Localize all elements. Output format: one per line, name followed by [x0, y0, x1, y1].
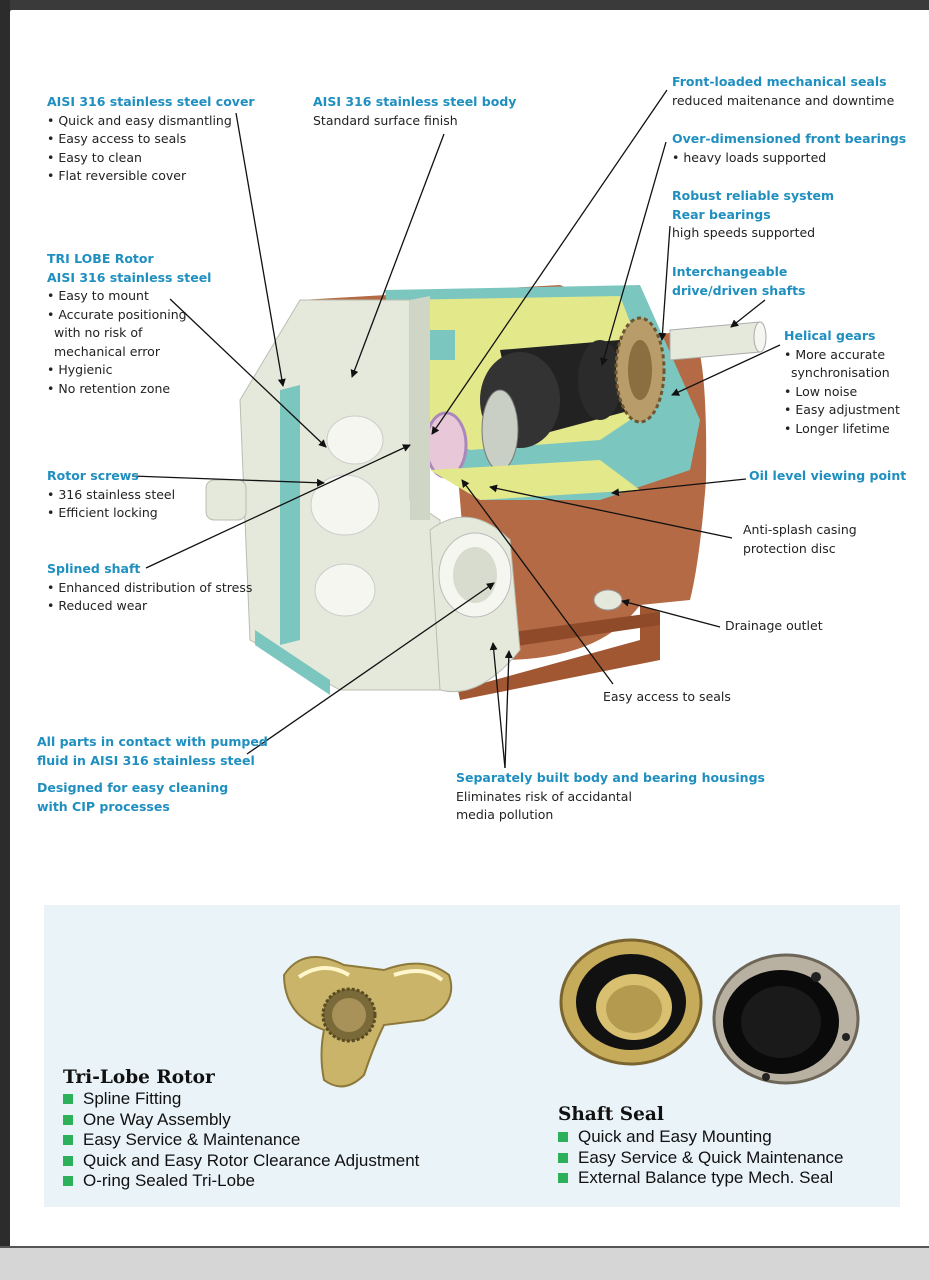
callout-shafts: Interchangeable drive/driven shafts	[672, 263, 806, 300]
callout-cover-item: • Easy to clean	[47, 149, 142, 165]
list-item: One Way Assembly	[63, 1110, 419, 1131]
list-item: Quick and Easy Mounting	[558, 1127, 844, 1148]
callout-anti-splash-item: Anti-splash casing	[743, 522, 857, 537]
callout-shafts-title: Interchangeable	[672, 264, 788, 279]
callout-cover-title: AISI 316 stainless steel cover	[47, 94, 255, 109]
scan-border-line	[0, 1246, 929, 1249]
callout-gears-item: • More accurate	[784, 346, 886, 362]
callout-anti-splash-item: protection disc	[743, 540, 836, 556]
callout-rear-bearings-item: high speeds supported	[672, 225, 816, 240]
callout-oil: Oil level viewing point	[749, 467, 906, 486]
features-panel: Tri-Lobe Rotor Spline Fitting One Way As…	[44, 905, 900, 1207]
callout-contact-parts-title: All parts in contact with pumped	[37, 734, 268, 749]
scan-border-bottom	[0, 1248, 929, 1280]
callout-gears-item: • Longer lifetime	[784, 420, 890, 436]
callout-front-seals-item: reduced maitenance and downtime	[672, 92, 895, 108]
pump-cutaway-diagram	[131, 89, 781, 769]
callout-rotor-title: TRI LOBE Rotor	[47, 251, 154, 266]
callout-rotor-item: • Accurate positioning	[47, 306, 187, 322]
bullet-square-icon	[63, 1094, 73, 1104]
callout-rotor-screws-item: • Efficient locking	[47, 505, 158, 520]
shaft-seal-list: Quick and Easy Mounting Easy Service & Q…	[558, 1127, 844, 1189]
helical-gear-drawing	[614, 316, 666, 424]
callout-rotor-item: • Easy to mount	[47, 288, 149, 303]
callout-gears-item: • Easy adjustment	[784, 402, 900, 417]
scan-border-left	[0, 0, 10, 1280]
callout-front-bearings: Over-dimensioned front bearings • heavy …	[672, 130, 906, 167]
callout-gears-title: Helical gears	[784, 328, 876, 343]
shaft-seal-image	[559, 938, 860, 1085]
callout-contact-parts-title: fluid in AISI 316 stainless steel	[37, 752, 255, 768]
callout-gears-item: synchronisation	[791, 365, 890, 380]
bullet-square-icon	[63, 1114, 73, 1125]
callout-front-bearings-title: Over-dimensioned front bearings	[672, 131, 907, 146]
callout-rotor-screws: Rotor screws • 316 stainless steel • Eff…	[47, 467, 175, 523]
callout-housings: Separately built body and bearing housin…	[456, 769, 765, 825]
callout-rotor-item: mechanical error	[54, 343, 160, 359]
callout-shafts-title: drive/driven shafts	[672, 282, 806, 298]
tri-lobe-list: Spline Fitting One Way Assembly Easy Ser…	[63, 1089, 419, 1192]
callout-housings-title: Separately built body and bearing housin…	[456, 770, 765, 785]
callout-front-seals-title: Front-loaded mechanical seals	[672, 74, 887, 89]
tri-lobe-title: Tri-Lobe Rotor	[63, 1067, 215, 1088]
callout-contact-parts: All parts in contact with pumped fluid i…	[37, 733, 268, 770]
callout-rotor-item: with no risk of	[54, 325, 143, 340]
bullet-square-icon	[558, 1132, 568, 1142]
callout-splined-shaft: Splined shaft • Enhanced distribution of…	[47, 560, 252, 616]
pump-body	[205, 296, 521, 695]
list-item: Spline Fitting	[63, 1089, 419, 1110]
list-item: Quick and Easy Rotor Clearance Adjustmen…	[63, 1151, 419, 1172]
cutaway-interior	[385, 285, 700, 500]
callout-easy-access-item: Easy access to seals	[603, 689, 731, 704]
callout-housings-item: Eliminates risk of accidantal	[456, 788, 632, 804]
callout-rear-bearings-title: Rear bearings	[672, 206, 771, 222]
callout-splined-shaft-item: • Enhanced distribution of stress	[47, 579, 253, 595]
callout-oil-title: Oil level viewing point	[749, 468, 907, 483]
callout-cover-item: • Flat reversible cover	[47, 168, 187, 183]
callout-rear-bearings: Robust reliable system Rear bearings hig…	[672, 187, 834, 243]
callout-cip: Designed for easy cleaning with CIP proc…	[37, 779, 228, 816]
callout-cip-title: Designed for easy cleaning	[37, 780, 229, 795]
callout-drainage-item: Drainage outlet	[725, 618, 823, 633]
bullet-square-icon	[558, 1152, 568, 1163]
drive-shaft	[669, 321, 767, 361]
callout-anti-splash: Anti-splash casing protection disc	[743, 521, 857, 558]
callout-rotor-item: • No retention zone	[47, 380, 171, 396]
callout-cover-item: • Quick and easy dismantling	[47, 112, 232, 128]
callout-easy-access: Easy access to seals	[603, 688, 731, 707]
callout-cover-item: • Easy access to seals	[47, 131, 187, 146]
list-item: O-ring Sealed Tri-Lobe	[63, 1171, 419, 1192]
callout-rear-bearings-title: Robust reliable system	[672, 188, 835, 203]
callout-rotor-screws-title: Rotor screws	[47, 468, 139, 483]
callout-cover: AISI 316 stainless steel cover • Quick a…	[47, 93, 255, 186]
callout-splined-shaft-title: Splined shaft	[47, 561, 141, 576]
callout-rotor-item: • Hygienic	[47, 362, 113, 377]
callout-front-bearings-item: • heavy loads supported	[672, 149, 827, 165]
bullet-square-icon	[63, 1135, 73, 1145]
list-item: External Balance type Mech. Seal	[558, 1168, 844, 1189]
callout-rotor: TRI LOBE Rotor AISI 316 stainless steel …	[47, 250, 211, 398]
list-item: Easy Service & Quick Maintenance	[558, 1148, 844, 1169]
list-item: Easy Service & Maintenance	[63, 1130, 419, 1151]
callout-rotor-title: AISI 316 stainless steel	[47, 269, 212, 285]
bullet-square-icon	[558, 1173, 568, 1183]
bullet-square-icon	[63, 1176, 73, 1186]
callout-body-title: AISI 316 stainless steel body	[313, 94, 517, 109]
shaft-seal-title: Shaft Seal	[558, 1104, 664, 1125]
callout-cip-title: with CIP processes	[37, 798, 170, 814]
callout-rotor-screws-item: • 316 stainless steel	[47, 486, 176, 502]
callout-splined-shaft-item: • Reduced wear	[47, 598, 148, 613]
callout-drainage: Drainage outlet	[725, 617, 823, 636]
bullet-square-icon	[63, 1155, 73, 1166]
tri-lobe-rotor-image	[282, 956, 453, 1088]
callout-body-item: Standard surface finish	[313, 112, 458, 128]
scan-border-top	[0, 0, 929, 48]
callout-housings-item: media pollution	[456, 807, 554, 822]
callout-front-seals: Front-loaded mechanical seals reduced ma…	[672, 73, 894, 110]
leader-lines	[131, 89, 781, 769]
callout-gears: Helical gears • More accurate synchronis…	[784, 327, 900, 438]
callout-gears-item: • Low noise	[784, 383, 858, 399]
callout-body: AISI 316 stainless steel body Standard s…	[313, 93, 516, 130]
